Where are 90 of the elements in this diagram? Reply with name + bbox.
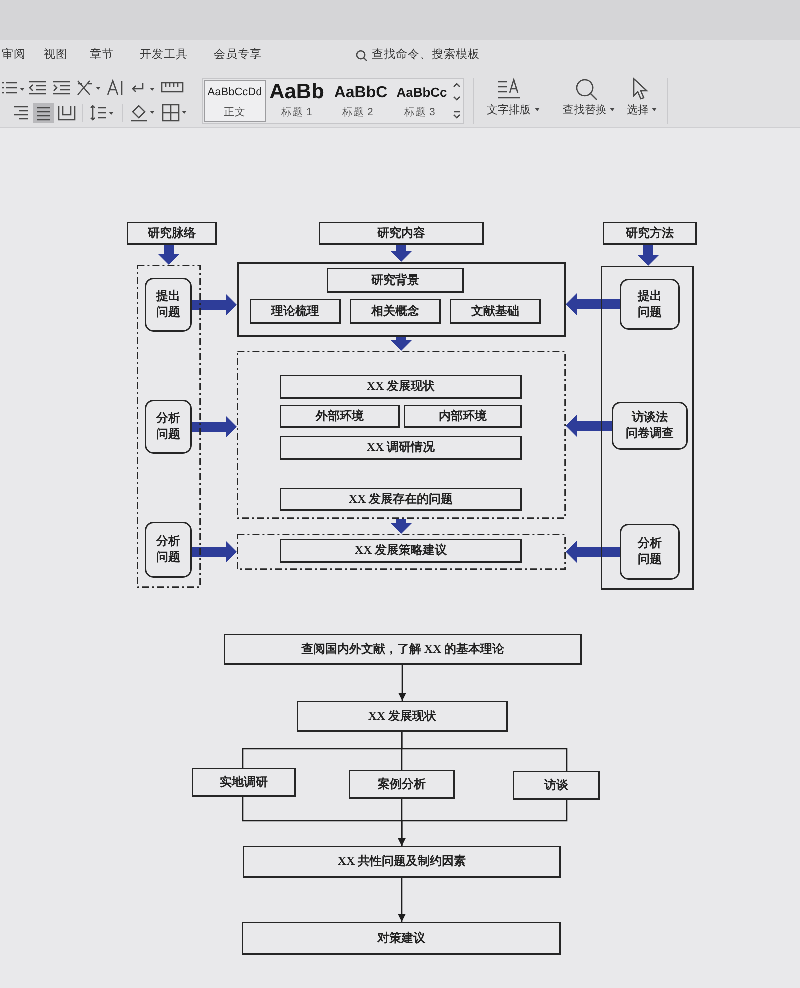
style-preview: AaBbC [334,83,388,103]
box-label: 查阅国内外文献，了解 XX 的基本理论 [301,642,505,658]
block-arrow [192,416,237,438]
tool-label: 选择 [627,104,649,118]
process-box [319,222,484,245]
style-name: 标题 2 [342,106,374,120]
process-box [280,375,522,399]
menu-label: 会员专享 [214,49,262,63]
box-label: 问卷调查 [626,426,674,442]
rounded-box [145,400,192,454]
box-label: 访谈法 [632,410,668,426]
block-arrow [566,541,620,563]
box-label: 研究方法 [626,226,674,242]
process-box [297,701,508,732]
process-box [280,488,522,511]
rounded-box [145,278,192,332]
box-label: 案例分析 [378,776,426,792]
process-box [404,405,522,428]
search-field: 查找命令、搜索模板 [356,49,480,63]
block-arrow [192,294,237,316]
box-label: 研究脉络 [148,226,196,242]
box-label: XX 发展现状 [368,708,437,724]
menu-label: 开发工具 [140,49,188,63]
box-label: 提出问题 [156,289,182,321]
process-box [513,771,600,800]
process-box [192,768,296,797]
tool-label: 文字排版 [487,104,531,118]
rounded-box [612,402,688,450]
rounded-box [620,279,680,330]
process-box [280,436,522,460]
rounded-box [620,524,680,580]
box-label: 实地调研 [220,774,268,790]
group-frame [601,266,694,590]
menu-label: 视图 [44,49,68,63]
process-box [450,299,541,324]
box-label: 分析问题 [156,534,182,566]
menu-label: 审阅 [2,49,26,63]
process-box [243,846,561,878]
rounded-box [145,522,192,578]
style-preview: AaBbCc [396,85,448,101]
style-name: 标题 3 [404,106,436,120]
block-arrow [390,337,412,351]
box-label: 提出问题 [637,288,663,320]
box-label: 文献基础 [472,304,520,320]
block-arrow [390,519,412,534]
process-box [280,539,522,563]
process-box [127,222,217,245]
group-frame [237,262,566,337]
style-name: 标题 1 [282,106,312,120]
block-arrow [638,245,660,266]
block-arrow [390,245,412,262]
box-label: 分析问题 [156,411,182,443]
box-label: 理论梳理 [272,304,320,320]
box-label: 对策建议 [378,930,426,946]
box-label: XX 调研情况 [366,440,436,456]
dash-dot-frame [237,534,566,570]
block-arrow [192,541,237,563]
box-label: 相关概念 [372,304,420,320]
process-box [280,405,400,428]
block-arrow [566,415,612,437]
arrow [398,800,568,846]
process-box [224,634,582,665]
process-box [350,299,441,324]
box-label: XX 发展现状 [366,379,436,395]
style-preview: AaBb [270,79,324,105]
box-label: XX 发展策略建议 [354,543,448,559]
connector-line [401,732,568,771]
box-label: 访谈 [544,778,568,794]
box-label: 外部环境 [316,408,364,424]
menu-label: 章节 [90,49,114,63]
box-label: XX 发展存在的问题 [348,492,454,508]
box-label: 研究内容 [378,226,426,242]
box-label: XX 共性问题及制约因素 [338,854,466,870]
box-label: 内部环境 [439,408,487,424]
process-box [250,299,341,324]
block-arrow [158,245,180,265]
process-box [603,222,697,245]
tool-label: 查找替换 [563,104,607,118]
arrow [398,665,406,701]
dash-dot-frame [137,265,201,588]
style-preview: AaBbCcDd [208,86,262,100]
process-box [242,922,561,955]
style-name: 正文 [224,106,246,120]
process-box [327,268,464,293]
process-box [349,770,455,799]
box-label: 分析问题 [637,536,663,568]
box-label: 研究背景 [372,272,420,288]
block-arrow [566,294,620,316]
dash-dot-frame [237,351,566,519]
arrow [398,878,406,922]
